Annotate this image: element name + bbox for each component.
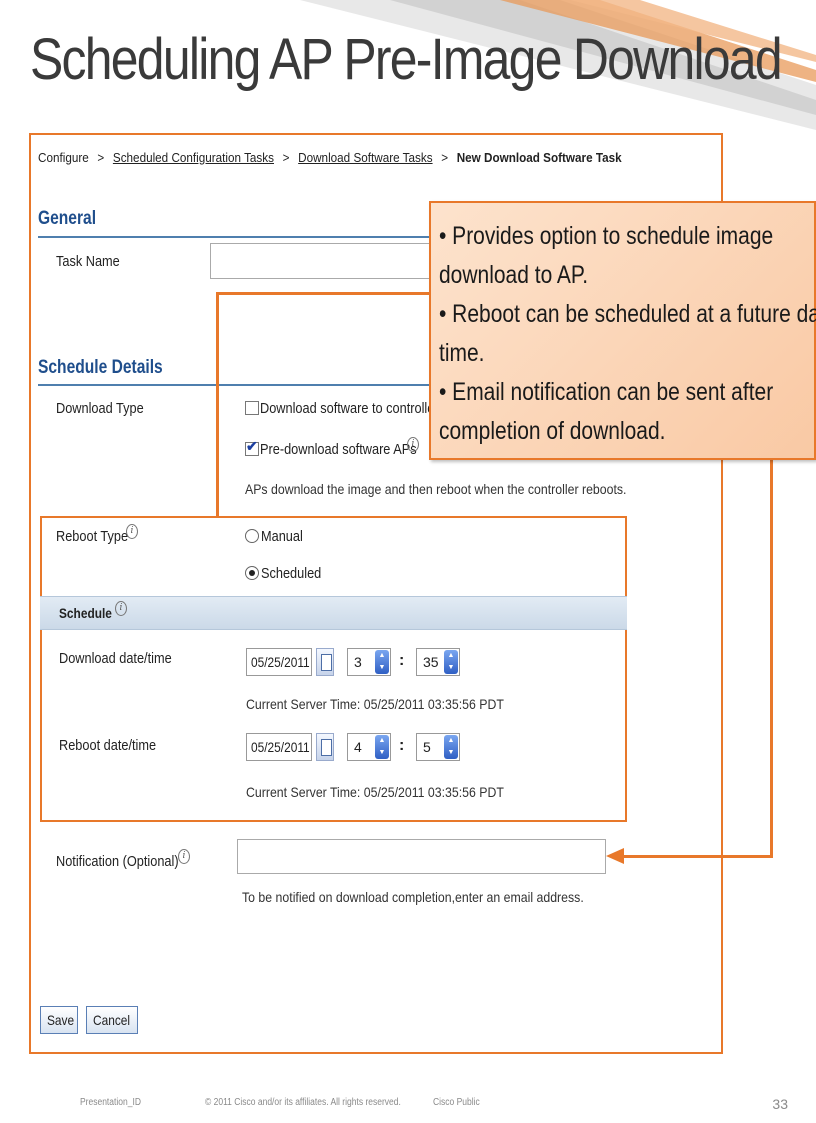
time-colon: : xyxy=(399,652,405,669)
footer-classification: Cisco Public xyxy=(433,1097,480,1108)
reboot-manual-radio[interactable] xyxy=(245,529,259,543)
callout-line: time. xyxy=(439,339,485,367)
schedule-details-divider xyxy=(38,384,432,386)
task-name-input[interactable] xyxy=(210,243,432,279)
callout-line: completion of download. xyxy=(439,417,666,445)
calendar-icon[interactable] xyxy=(316,733,334,761)
info-icon[interactable]: i xyxy=(178,849,190,864)
spinner-arrows-icon[interactable]: ▲▼ xyxy=(375,650,389,674)
predownload-aps-checkbox[interactable] xyxy=(245,438,259,456)
notification-email-input[interactable] xyxy=(237,839,606,874)
download-date-input[interactable]: 05/25/2011 xyxy=(246,648,312,676)
download-hour-value: 3 xyxy=(354,654,362,670)
breadcrumb-scheduled-tasks-link[interactable]: Scheduled Configuration Tasks xyxy=(112,150,274,165)
page-number: 33 xyxy=(772,1096,788,1112)
reboot-hour-select[interactable]: 4 ▲▼ xyxy=(347,733,391,761)
predownload-note: APs download the image and then reboot w… xyxy=(245,481,627,497)
notification-label: Notification (Optional) xyxy=(56,853,179,870)
reboot-manual-label: Manual xyxy=(261,528,303,545)
callout-box: • Provides option to schedule image down… xyxy=(429,201,816,460)
task-name-label: Task Name xyxy=(56,253,120,270)
general-heading: General xyxy=(38,208,97,229)
schedule-heading: Schedule xyxy=(59,605,112,621)
callout-connector-bottom xyxy=(620,855,773,858)
download-minute-value: 35 xyxy=(423,654,439,670)
breadcrumb-configure[interactable]: Configure xyxy=(38,150,89,165)
callout-connector-left xyxy=(216,292,219,516)
download-to-controller-checkbox[interactable] xyxy=(245,401,259,415)
cancel-button[interactable]: Cancel xyxy=(86,1006,138,1034)
breadcrumb: Configure > Scheduled Configuration Task… xyxy=(38,150,622,165)
callout-line: • Provides option to schedule image xyxy=(439,222,774,250)
reboot-minute-value: 5 xyxy=(423,739,431,755)
schedule-details-heading: Schedule Details xyxy=(38,357,163,378)
download-to-controller-label: Download software to controller xyxy=(260,400,439,417)
calendar-icon[interactable] xyxy=(316,648,334,676)
breadcrumb-separator: > xyxy=(97,150,105,165)
reboot-datetime-label: Reboot date/time xyxy=(59,737,157,754)
general-divider xyxy=(38,236,438,238)
spinner-arrows-icon[interactable]: ▲▼ xyxy=(444,650,458,674)
time-colon: : xyxy=(399,737,405,754)
reboot-scheduled-label: Scheduled xyxy=(261,565,322,582)
footer-copyright: © 2011 Cisco and/or its affiliates. All … xyxy=(205,1097,401,1108)
header-banner-graphic xyxy=(300,0,816,130)
schedule-header-bar xyxy=(40,596,627,630)
breadcrumb-separator: > xyxy=(282,150,290,165)
reboot-date-input[interactable]: 05/25/2011 xyxy=(246,733,312,761)
callout-line: • Reboot can be scheduled at a future da… xyxy=(439,300,816,328)
reboot-hour-value: 4 xyxy=(354,739,362,755)
download-type-label: Download Type xyxy=(56,400,144,417)
reboot-type-label: Reboot Type xyxy=(56,528,129,545)
spinner-arrows-icon[interactable]: ▲▼ xyxy=(444,735,458,759)
info-icon[interactable]: i xyxy=(115,601,127,616)
footer-presentation-id: Presentation_ID xyxy=(80,1097,141,1108)
predownload-aps-label: Pre-download software APs xyxy=(260,441,417,458)
notification-hint: To be notified on download completion,en… xyxy=(242,889,584,905)
breadcrumb-separator: > xyxy=(441,150,449,165)
breadcrumb-download-tasks-link[interactable]: Download Software Tasks xyxy=(298,150,433,165)
server-time-download: Current Server Time: 05/25/2011 03:35:56… xyxy=(246,696,504,712)
callout-connector-right xyxy=(770,458,773,858)
callout-line: download to AP. xyxy=(439,261,589,289)
breadcrumb-current: New Download Software Task xyxy=(456,150,622,165)
callout-line: • Email notification can be sent after xyxy=(439,378,774,406)
download-hour-select[interactable]: 3 ▲▼ xyxy=(347,648,391,676)
save-button[interactable]: Save xyxy=(40,1006,78,1034)
server-time-reboot: Current Server Time: 05/25/2011 03:35:56… xyxy=(246,784,504,800)
callout-connector-top xyxy=(216,292,431,295)
info-icon[interactable]: i xyxy=(407,437,419,452)
arrow-left-icon xyxy=(606,848,624,864)
spinner-arrows-icon[interactable]: ▲▼ xyxy=(375,735,389,759)
slide-title: Scheduling AP Pre-Image Download xyxy=(30,27,783,92)
download-minute-select[interactable]: 35 ▲▼ xyxy=(416,648,460,676)
reboot-minute-select[interactable]: 5 ▲▼ xyxy=(416,733,460,761)
download-datetime-label: Download date/time xyxy=(59,650,172,667)
reboot-schedule-highlight xyxy=(40,516,627,822)
info-icon[interactable]: i xyxy=(126,524,138,539)
reboot-scheduled-radio[interactable] xyxy=(245,566,259,580)
